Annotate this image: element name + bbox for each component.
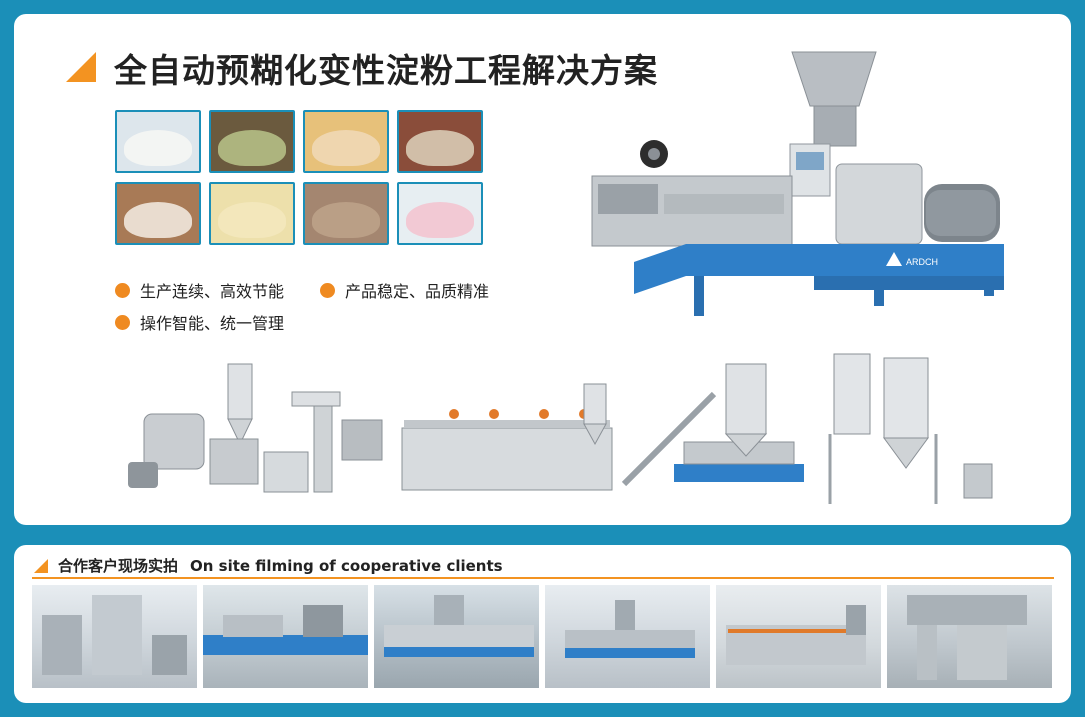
client-photo [203, 585, 368, 688]
thumbnail-white-powder [115, 110, 201, 173]
feature-item: 产品稳定、品质精准 [320, 278, 489, 302]
bullet-dot-icon [115, 282, 130, 298]
client-photo [374, 585, 539, 688]
title-triangle-icon [66, 52, 96, 82]
thumbnail-green-powder [209, 110, 295, 173]
thumbnail-grain-powder [397, 110, 483, 173]
thumbnail-yellow-powder [209, 182, 295, 245]
client-photo [716, 585, 881, 688]
thumbnail-pink-powder [397, 182, 483, 245]
extruder-machine-illustration: ARDCH [591, 51, 1004, 316]
production-line-illustration [128, 353, 993, 504]
feature-item: 操作智能、统一管理 [115, 310, 284, 334]
client-photo-row [32, 585, 1052, 688]
section-title-cn: 合作客户现场实拍 [58, 557, 179, 575]
thumbnail-beige-powder [303, 110, 389, 173]
page-title: 全自动预糊化变性淀粉工程解决方案 [114, 51, 658, 90]
client-photo [887, 585, 1052, 688]
thumbnail-flour-bowl [115, 182, 201, 245]
product-thumbnail-grid [115, 110, 483, 245]
bullet-dot-icon [320, 282, 335, 298]
machine-brand-label: ARDCH [906, 257, 938, 267]
top-panel: 全自动预糊化变性淀粉工程解决方案 生产连续、高效节能 产品稳定、品质精准 操作智… [14, 14, 1071, 525]
client-photo [545, 585, 710, 688]
section-title: 合作客户现场实拍 On site filming of cooperative c… [58, 555, 503, 576]
thumbnail-brown-powder [303, 182, 389, 245]
client-photo [32, 585, 197, 688]
section-triangle-icon [34, 559, 48, 573]
bottom-panel: 合作客户现场实拍 On site filming of cooperative c… [14, 545, 1071, 703]
section-divider [32, 577, 1054, 579]
section-title-en: On site filming of cooperative clients [190, 557, 503, 575]
bullet-dot-icon [115, 314, 130, 330]
feature-item: 生产连续、高效节能 [115, 278, 284, 302]
